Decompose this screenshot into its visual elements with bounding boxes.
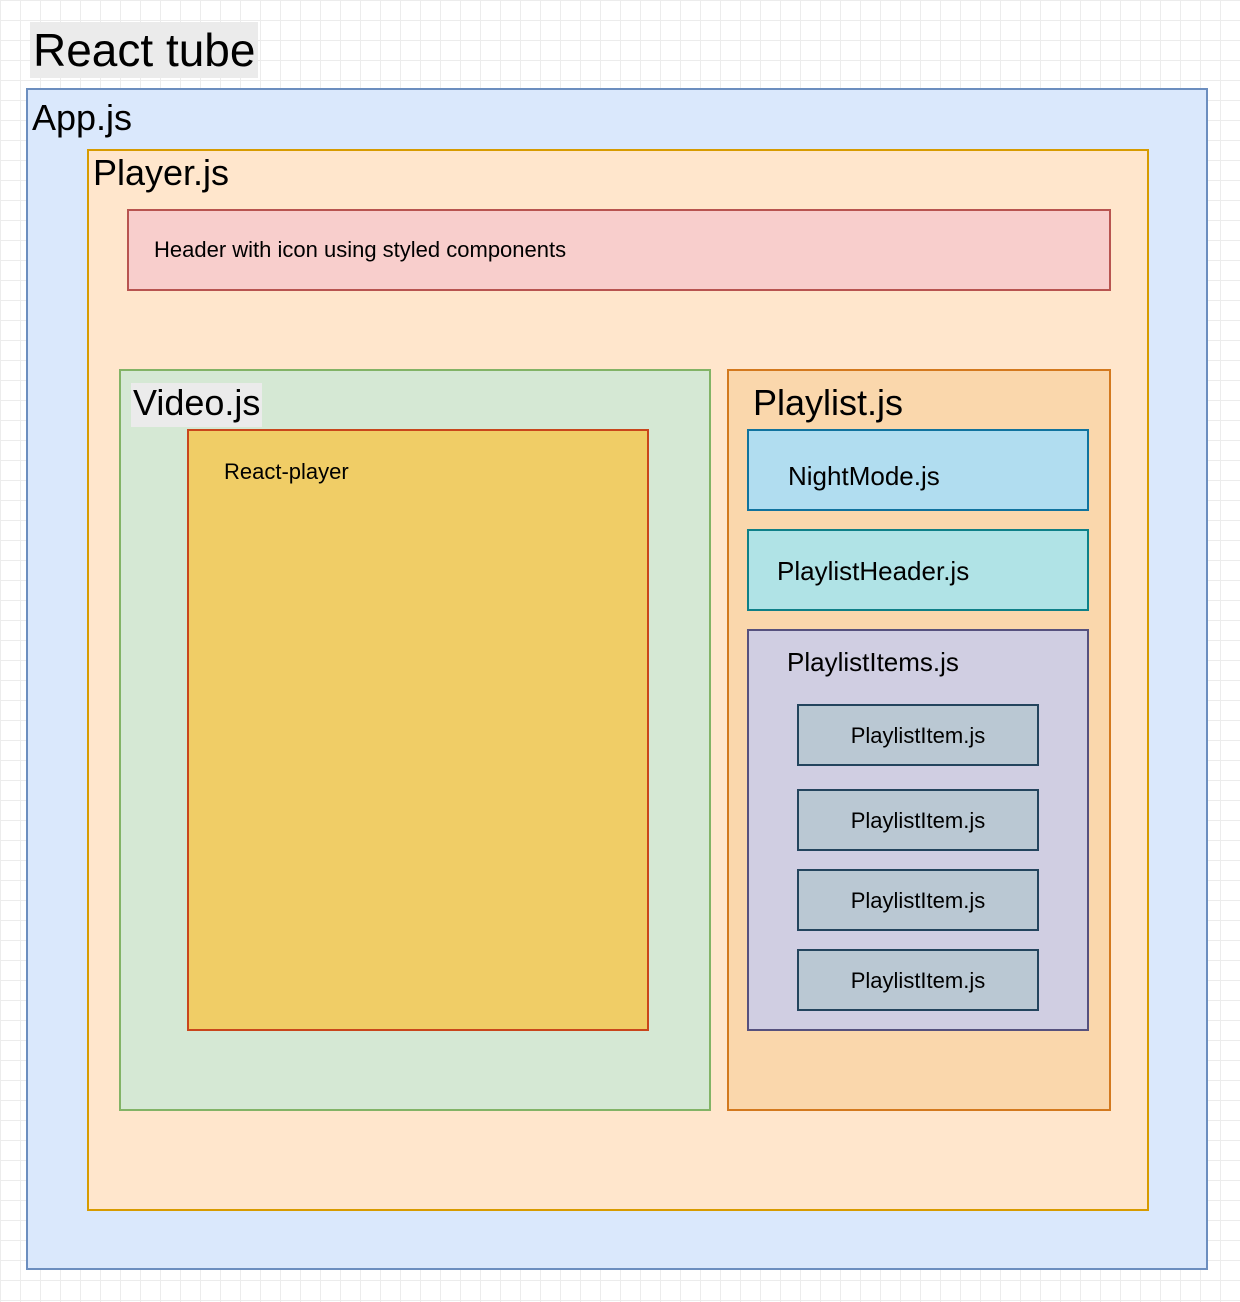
playlist-item-box[interactable]: PlaylistItem.js (797, 789, 1039, 851)
app-component-label: App.js (32, 97, 133, 138)
player-component-box[interactable]: Player.js Header with icon using styled … (87, 149, 1149, 1211)
playlist-item-box[interactable]: PlaylistItem.js (797, 704, 1039, 766)
playlist-item-label: PlaylistItem.js (850, 968, 986, 993)
video-component-label: Video.js (131, 383, 263, 427)
playlist-component-label: Playlist.js (753, 382, 904, 423)
react-player-label: React-player (224, 459, 349, 484)
playlist-header-component-label: PlaylistHeader.js (777, 556, 970, 586)
player-component-label: Player.js (93, 152, 230, 193)
playlist-item-box[interactable]: PlaylistItem.js (797, 949, 1039, 1011)
night-mode-component-label: NightMode.js (788, 461, 940, 491)
playlist-item-label: PlaylistItem.js (850, 723, 986, 748)
app-component-box[interactable]: App.js Player.js Header with icon using … (26, 88, 1208, 1270)
playlist-items-component-box[interactable]: PlaylistItems.js PlaylistItem.js Playlis… (747, 629, 1089, 1031)
diagram-title: React tube (30, 22, 259, 78)
header-component-box[interactable]: Header with icon using styled components (127, 209, 1111, 291)
playlist-items-component-label: PlaylistItems.js (787, 647, 959, 677)
playlist-component-box[interactable]: Playlist.js NightMode.js PlaylistHeader.… (727, 369, 1111, 1111)
header-component-label: Header with icon using styled components (154, 237, 567, 262)
video-component-box[interactable]: Video.js React-player (119, 369, 711, 1111)
playlist-header-component-box[interactable]: PlaylistHeader.js (747, 529, 1089, 611)
playlist-item-label: PlaylistItem.js (850, 888, 986, 913)
playlist-item-box[interactable]: PlaylistItem.js (797, 869, 1039, 931)
react-player-box[interactable]: React-player (187, 429, 649, 1031)
playlist-item-label: PlaylistItem.js (850, 808, 986, 833)
night-mode-component-box[interactable]: NightMode.js (747, 429, 1089, 511)
